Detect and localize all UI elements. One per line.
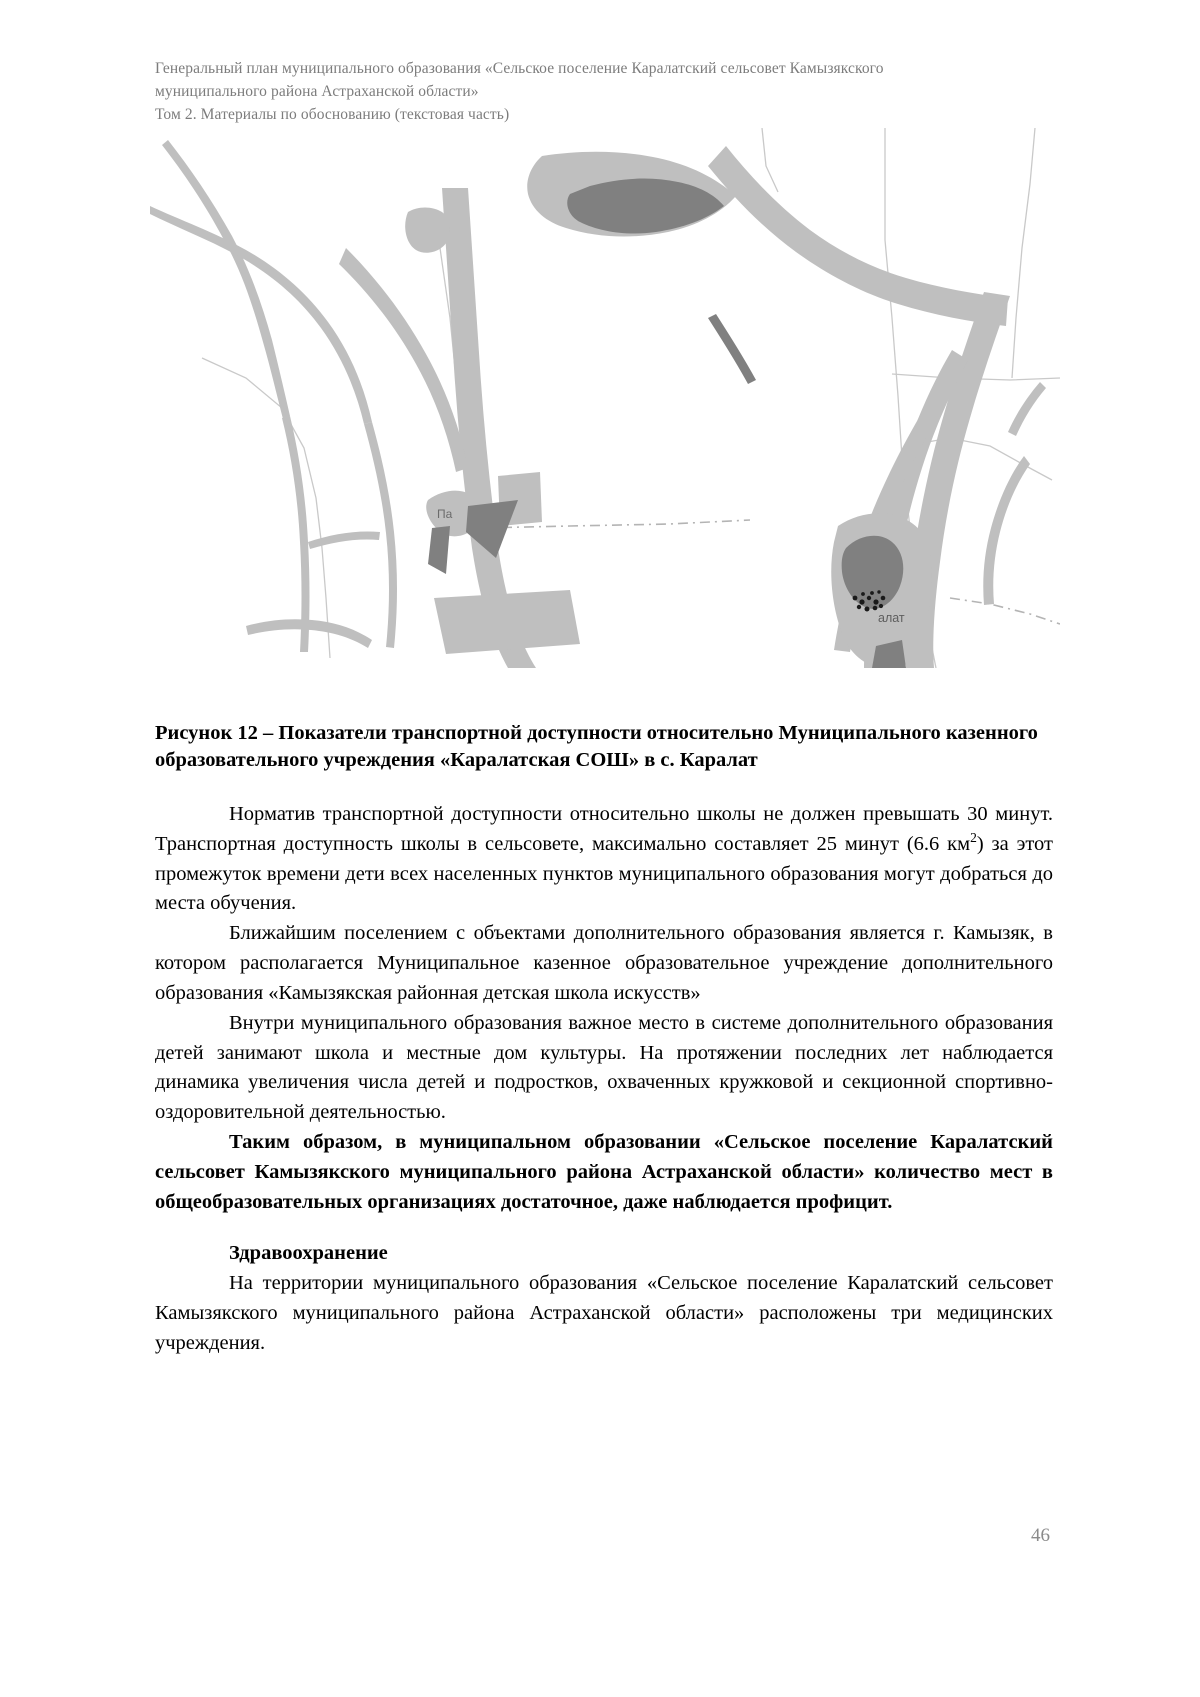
map-highlight-zones [428, 178, 906, 668]
paragraph-transport-norm: Норматив транспортной доступности относи… [155, 800, 1053, 919]
running-header: Генеральный план муниципального образова… [155, 58, 1055, 126]
paragraph-nearest-settlement: Ближайшим поселением с объектами дополни… [155, 922, 1053, 1004]
map-graphic: Па алат [150, 128, 1060, 668]
accessibility-isoline [479, 519, 1060, 625]
figure-caption-line-1: Рисунок 12 – Показатели транспортной дос… [155, 722, 941, 744]
figure-caption: Рисунок 12 – Показатели транспортной дос… [155, 720, 1053, 773]
paragraph-healthcare: На территории муниципального образования… [155, 1272, 1053, 1354]
header-line-1: Генеральный план муниципального образова… [155, 60, 884, 77]
header-line-3: Том 2. Материалы по обоснованию (текстов… [155, 105, 510, 123]
paragraph-transport-norm-c-post: ) за этот промежуток времени дети всех н… [155, 832, 1053, 885]
map-label-settlement-2: алат [878, 611, 905, 625]
figure-map-transport-accessibility: Па алат [150, 128, 1060, 668]
paragraph-transport-norm-d: муниципального образования могут добрать… [155, 862, 1053, 915]
paragraph-transport-norm-b: 30 минут. Транспортная доступность школы… [155, 803, 1053, 855]
paragraph-inside-municipality: Внутри муниципального образования важное… [155, 1011, 1053, 1124]
map-label-settlement-1: Па [437, 507, 453, 521]
header-line-2: муниципального района Астраханской облас… [155, 82, 479, 100]
school-marker-icon [852, 590, 886, 612]
paragraph-transport-norm-a: Норматив транспортной доступности относи… [229, 803, 960, 825]
paragraph-conclusion: Таким образом, в муниципальном образован… [155, 1130, 1053, 1213]
superscript-square: 2 [970, 829, 977, 845]
page-number: 46 [1031, 1525, 1050, 1546]
body-content: Норматив транспортной доступности относи… [155, 800, 1053, 1359]
figure-caption-line-2: казенного образовательного учреждения «К… [155, 722, 1038, 771]
paragraph-transport-norm-c-pre: 25 минут (6.6 км [816, 832, 971, 855]
section-heading-healthcare: Здравоохранение [229, 1242, 388, 1265]
